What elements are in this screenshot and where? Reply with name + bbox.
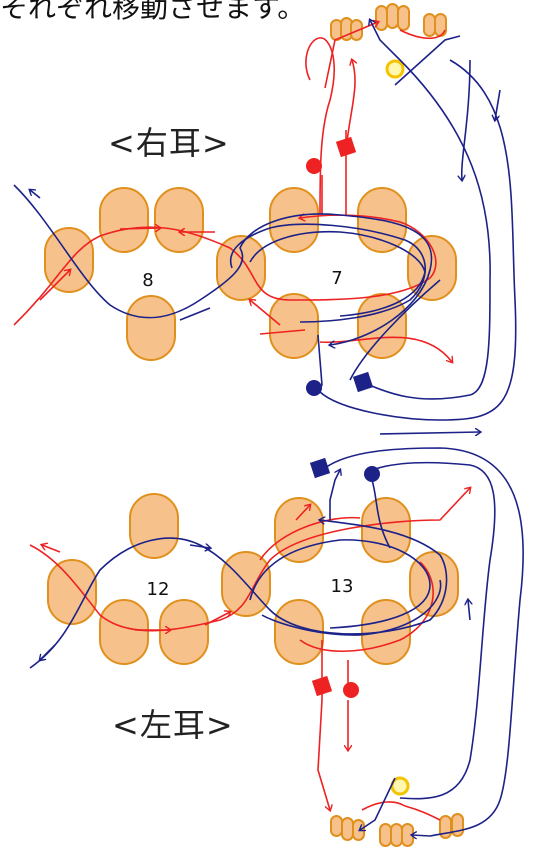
bead: [154, 187, 204, 253]
bead: [47, 559, 97, 625]
bottom-small-beads: [330, 776, 464, 847]
bead-small: [401, 823, 414, 847]
label-12: 12: [147, 579, 170, 600]
top-caption: それぞれ移動させます。: [0, 0, 306, 24]
navy-square-marker: [309, 457, 331, 479]
bead: [129, 493, 179, 559]
right-ear-beads: [44, 187, 457, 361]
label-7: 7: [331, 268, 342, 289]
bead: [99, 187, 149, 253]
bead-small: [390, 823, 403, 847]
thread-end-markers: [306, 136, 380, 698]
yellow-ring-top: [385, 59, 405, 79]
red-thread: [13, 22, 470, 821]
bead: [99, 599, 149, 665]
bead: [216, 235, 266, 301]
left-ear-title: <左耳>: [112, 706, 234, 744]
red-square-marker: [335, 136, 357, 158]
navy-square-marker: [352, 371, 374, 393]
right-ear-title: <右耳>: [108, 124, 230, 162]
bead-small: [330, 815, 343, 837]
label-13: 13: [331, 576, 354, 597]
left-ear-beads: [47, 493, 459, 665]
bead: [159, 599, 209, 665]
bead-small: [386, 3, 399, 29]
bead-small: [352, 819, 365, 841]
bead: [269, 293, 319, 359]
bead-group-labels: 8 7 12 13: [142, 268, 353, 600]
bead-small: [439, 815, 452, 839]
navy-thread: [13, 20, 524, 836]
bead-small: [379, 823, 392, 847]
bead-small: [451, 813, 464, 837]
bead-small: [397, 5, 410, 31]
bead: [269, 187, 319, 253]
red-circle-marker: [306, 158, 322, 174]
red-circle-marker: [343, 682, 359, 698]
bead-small: [341, 817, 354, 841]
bead-small: [350, 19, 363, 41]
label-8: 8: [142, 270, 153, 291]
red-square-marker: [311, 675, 333, 697]
bead: [126, 295, 176, 361]
navy-circle-marker: [306, 380, 322, 396]
top-small-beads: [330, 3, 447, 79]
navy-circle-marker: [364, 466, 380, 482]
bead-small: [375, 5, 388, 31]
bead-small: [423, 13, 436, 37]
